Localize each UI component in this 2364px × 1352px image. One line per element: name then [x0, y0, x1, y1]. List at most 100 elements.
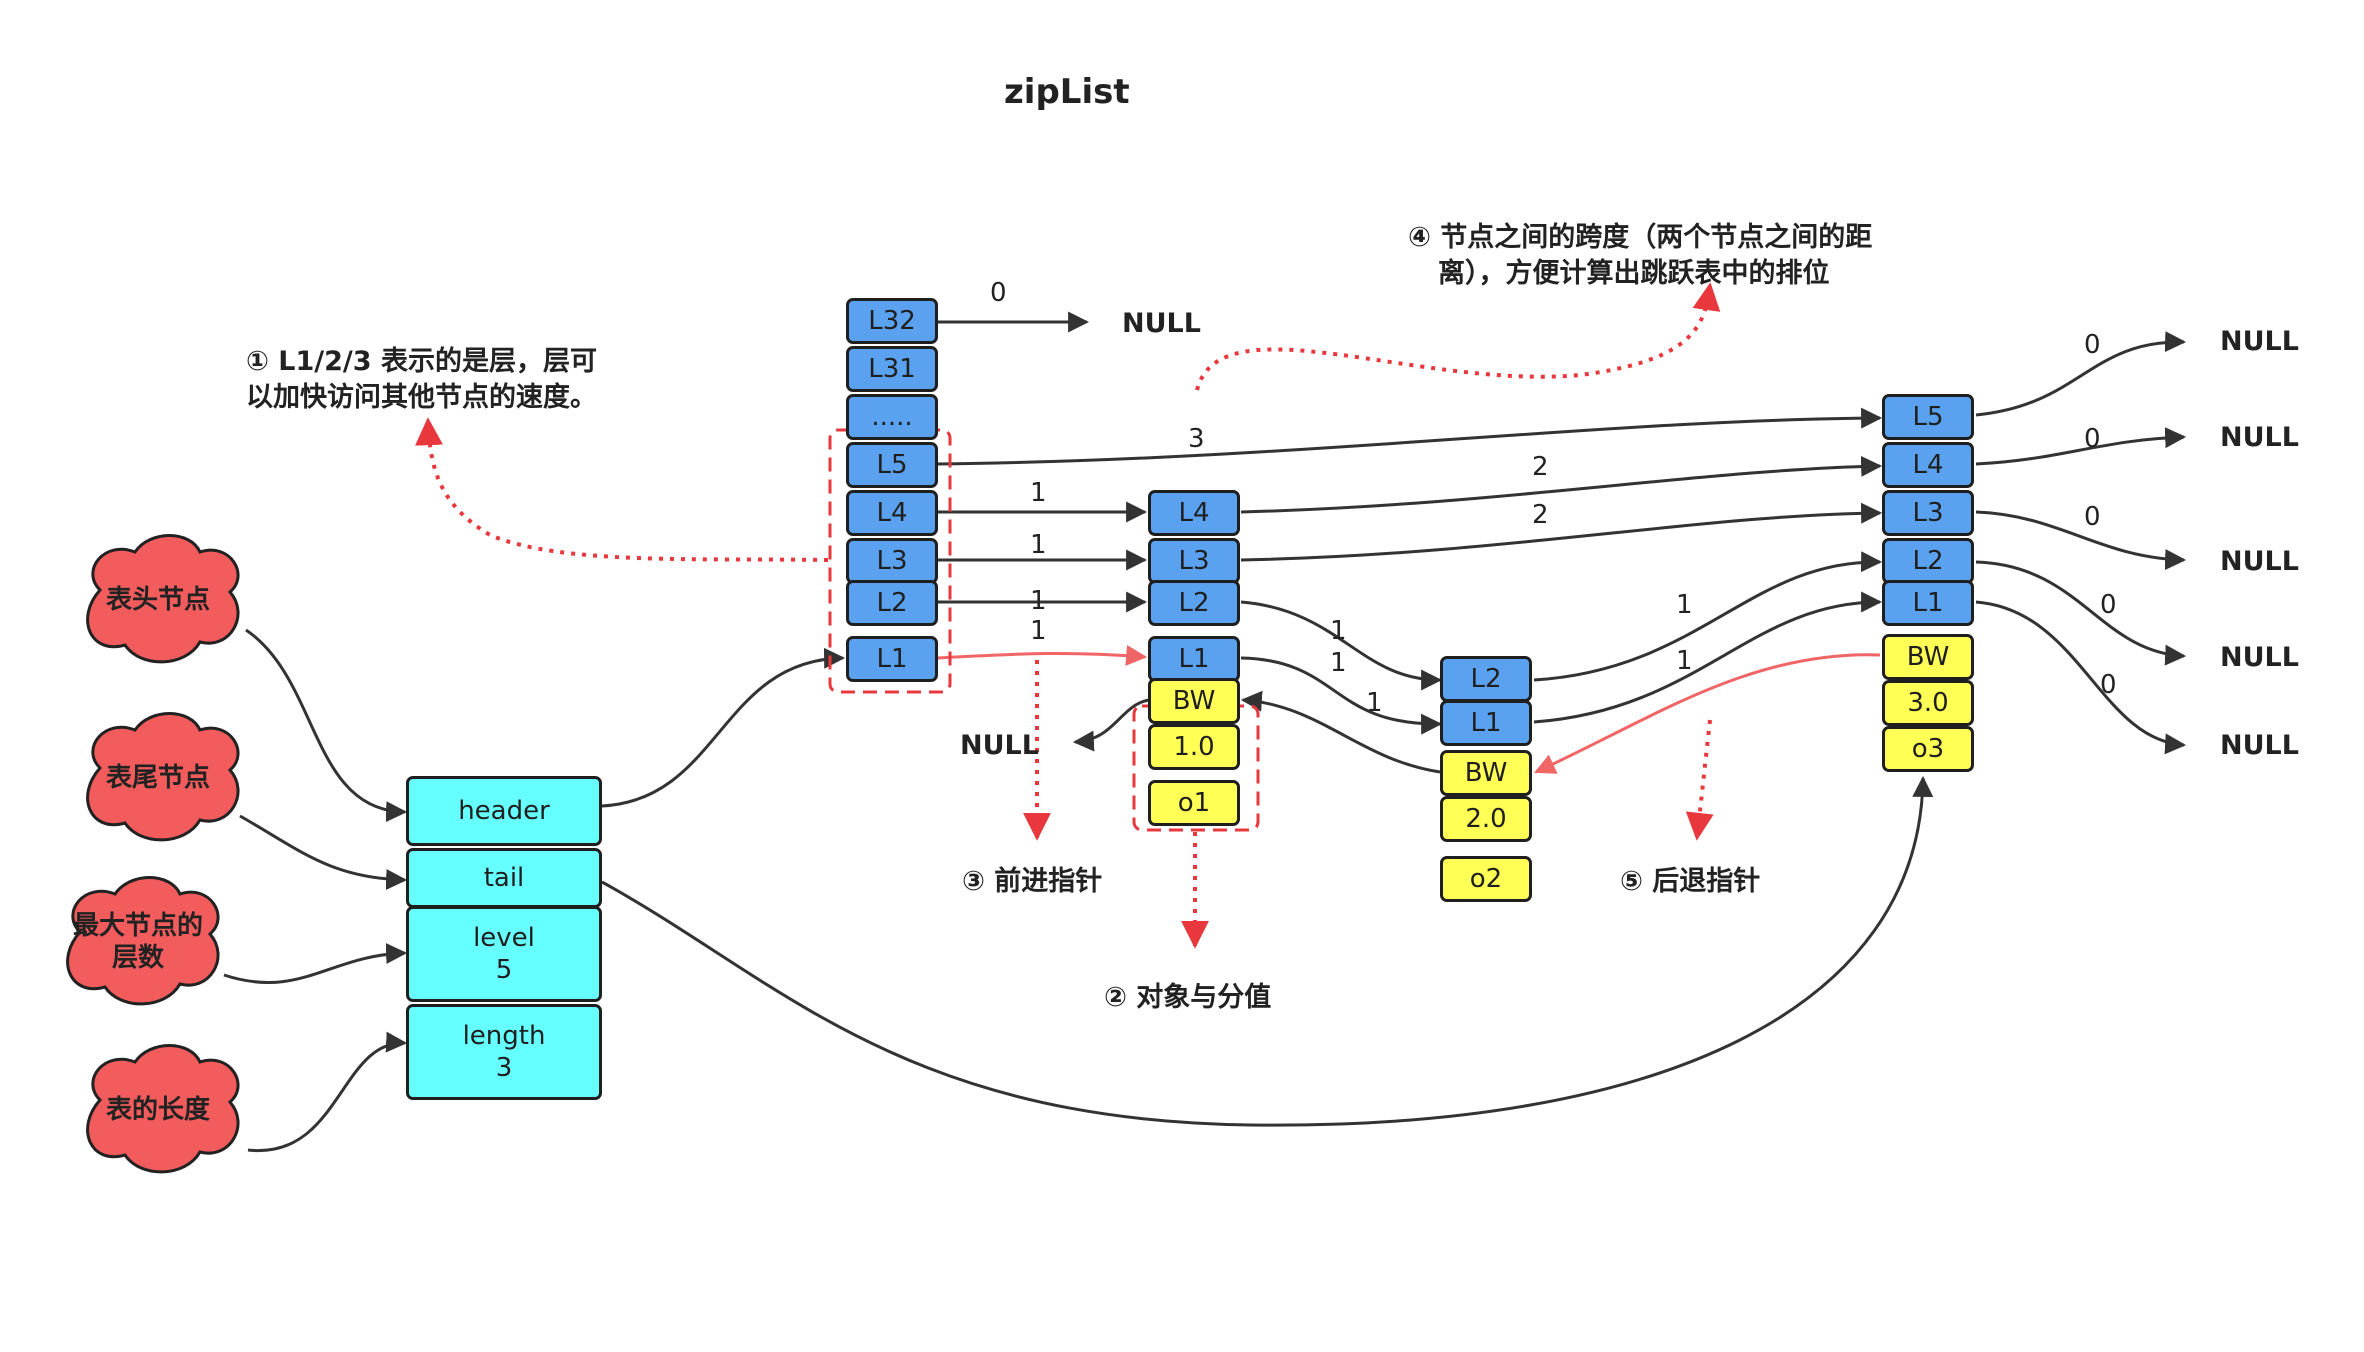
span-head-l2: 1 — [1030, 586, 1047, 616]
arrow-n3-l4-null — [1975, 427, 2187, 466]
note5-pointer — [1685, 719, 1714, 841]
cloud-tail-node: 表尾节点 — [70, 708, 246, 848]
span-head-l3: 1 — [1030, 530, 1047, 560]
arrow-level-cloud-to-level — [223, 943, 408, 985]
head-node-l32: L32 — [846, 298, 938, 344]
span-n1-l2: 1 — [1330, 616, 1347, 646]
node2-backward: BW — [1440, 750, 1532, 796]
cloud-list-length: 表的长度 — [70, 1040, 246, 1180]
cloud-tail-node-label: 表尾节点 — [105, 763, 210, 793]
arrow-n1-bw-null — [1072, 698, 1150, 752]
struct-level: level 5 — [406, 906, 602, 1002]
cloud-shape — [86, 712, 240, 842]
arrow-n1-l2-node2 — [1240, 600, 1443, 691]
node1-obj: o1 — [1148, 780, 1240, 826]
arrow-n3-l3-null — [1975, 510, 2187, 571]
struct-level-value: 5 — [495, 955, 513, 985]
diagram-title: zipList — [1004, 72, 1130, 112]
note-levels-line2: 以加快访问其他节点的速度。 — [246, 382, 597, 413]
span-n1-l4: 2 — [1532, 452, 1549, 482]
node3-obj: o3 — [1882, 726, 1974, 772]
null-node1-bw: NULL — [960, 730, 1039, 761]
node2-score: 2.0 — [1440, 796, 1532, 842]
span-n2-l2: 1 — [1676, 590, 1693, 620]
note1-pointer — [415, 417, 829, 562]
cloud-max-level-line1: 最大节点的 — [72, 911, 203, 941]
null-node3-l3: NULL — [2220, 546, 2299, 577]
span-n1-bw: 1 — [1366, 688, 1383, 718]
node3-l3: L3 — [1882, 490, 1974, 536]
struct-header: header — [406, 776, 602, 846]
span-head-l32: 0 — [990, 278, 1007, 308]
span-n3-l5: 0 — [2084, 330, 2101, 360]
head-node-l4: L4 — [846, 490, 938, 536]
span-head-l4: 1 — [1030, 478, 1047, 508]
note-levels: ① L1/2/3 表示的是层，层可 以加快访问其他节点的速度。 — [246, 344, 597, 416]
node1-l2: L2 — [1148, 580, 1240, 626]
node1-l4: L4 — [1148, 490, 1240, 536]
arrow-n2-l2-node3 — [1533, 551, 1883, 682]
node1-l3: L3 — [1148, 538, 1240, 584]
arrow-tail-to-node3 — [601, 775, 1934, 1127]
head-node-l5: L5 — [846, 442, 938, 488]
note-levels-line1: ① L1/2/3 表示的是层，层可 — [246, 346, 597, 377]
node3-l4: L4 — [1882, 442, 1974, 488]
span-n3-l4: 0 — [2084, 424, 2101, 454]
struct-header-label: header — [458, 796, 550, 826]
note-span-line2: 离），方便计算出跳跃表中的排位 — [1438, 258, 1830, 289]
node1-backward: BW — [1148, 678, 1240, 724]
span-n3-l3: 0 — [2084, 502, 2101, 532]
arrow-length-cloud-to-length — [247, 1031, 408, 1152]
cloud-max-level-line2: 层数 — [111, 943, 164, 973]
arrow-backward-pointer-red — [1534, 653, 1881, 774]
span-n2-l1: 1 — [1676, 646, 1693, 676]
struct-length-value: 3 — [495, 1053, 513, 1083]
cloud-shape — [86, 1044, 240, 1174]
node3-score: 3.0 — [1882, 680, 1974, 726]
span-n1-l1: 1 — [1330, 648, 1347, 678]
cloud-list-length-label: 表的长度 — [105, 1095, 210, 1125]
node2-l2: L2 — [1440, 656, 1532, 702]
span-n1-l3: 2 — [1532, 500, 1549, 530]
struct-tail-label: tail — [483, 863, 525, 893]
note-span: ④ 节点之间的跨度（两个节点之间的距 离），方便计算出跳跃表中的排位 — [1408, 220, 1872, 292]
cloud-max-level-label: 最大节点的 层数 — [50, 872, 226, 1012]
null-node3-l4: NULL — [2220, 422, 2299, 453]
node3-l1: L1 — [1882, 580, 1974, 626]
arrow-head-l5-node3 — [936, 407, 1883, 466]
arrow-head-cloud-to-header — [245, 628, 408, 823]
arrow-header-to-head-l1 — [601, 647, 846, 808]
struct-level-label: level — [473, 923, 535, 953]
note-object-score: ② 对象与分值 — [1104, 982, 1272, 1013]
arrow-n1-l3-node3 — [1240, 502, 1883, 562]
cloud-shape — [66, 876, 220, 1006]
null-node3-l2: NULL — [2220, 642, 2299, 673]
node3-l5: L5 — [1882, 394, 1974, 440]
span-head-l5: 3 — [1188, 424, 1205, 454]
note4-pointer — [1195, 282, 1721, 391]
node3-l2: L2 — [1882, 538, 1974, 584]
note-span-line1: ④ 节点之间的跨度（两个节点之间的距 — [1408, 222, 1873, 253]
span-n3-l1: 0 — [2100, 670, 2117, 700]
arrow-forward-pointer-red — [936, 644, 1148, 666]
struct-tail: tail — [406, 848, 602, 908]
note-backward-pointer: ⑤ 后退指针 — [1620, 866, 1761, 897]
arrow-n2-bw-node1 — [1240, 690, 1441, 774]
arrow-n3-l2-null — [1975, 560, 2187, 666]
null-head-l32: NULL — [1122, 308, 1201, 339]
cloud-head-node-label: 表头节点 — [105, 585, 210, 615]
head-node-l2: L2 — [846, 580, 938, 626]
arrow-n1-l4-node3 — [1240, 455, 1883, 514]
node1-score: 1.0 — [1148, 724, 1240, 770]
head-node-l31: L31 — [846, 346, 938, 392]
cloud-head-node: 表头节点 — [70, 530, 246, 670]
head-node-ellipsis: ..... — [846, 394, 938, 440]
arrow-n2-l1-node3 — [1533, 591, 1883, 724]
struct-length: length 3 — [406, 1004, 602, 1100]
arrow-n3-l1-null — [1975, 600, 2187, 755]
null-node3-l5: NULL — [2220, 326, 2299, 357]
node2-l1: L1 — [1440, 700, 1532, 746]
cloud-shape — [86, 534, 240, 664]
cloud-max-level: 最大节点的 层数 — [50, 872, 226, 1012]
span-n3-l2: 0 — [2100, 590, 2117, 620]
